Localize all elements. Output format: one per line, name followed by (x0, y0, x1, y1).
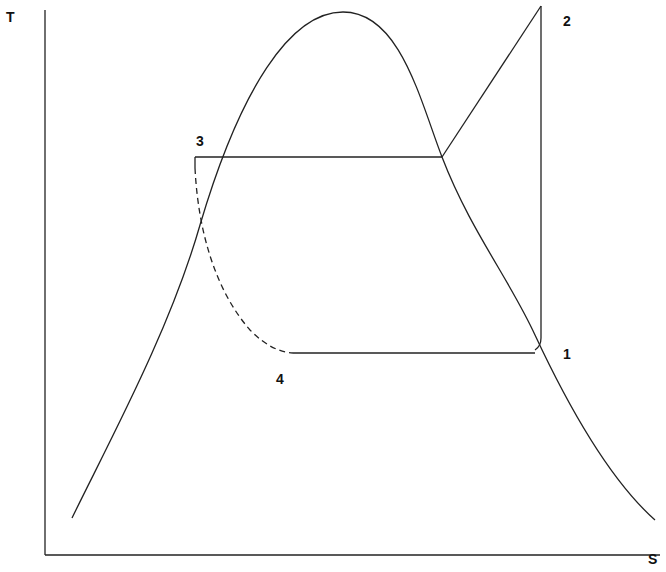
state-number: 2 (563, 14, 571, 28)
axis-label: S (648, 552, 657, 566)
s-axis (45, 554, 660, 555)
subcool-line (194, 157, 195, 168)
state-number: 3 (196, 134, 204, 148)
evaporation-line (293, 352, 535, 353)
t-axis (44, 10, 45, 555)
condensation-line (195, 156, 442, 157)
state-number: 4 (276, 372, 284, 386)
compression-line (535, 6, 541, 350)
desuperheat-line (442, 6, 541, 157)
state-number: 1 (563, 347, 571, 361)
throttling-line (195, 168, 293, 353)
saturation-dome (72, 12, 655, 520)
axis-label: T (6, 10, 15, 24)
